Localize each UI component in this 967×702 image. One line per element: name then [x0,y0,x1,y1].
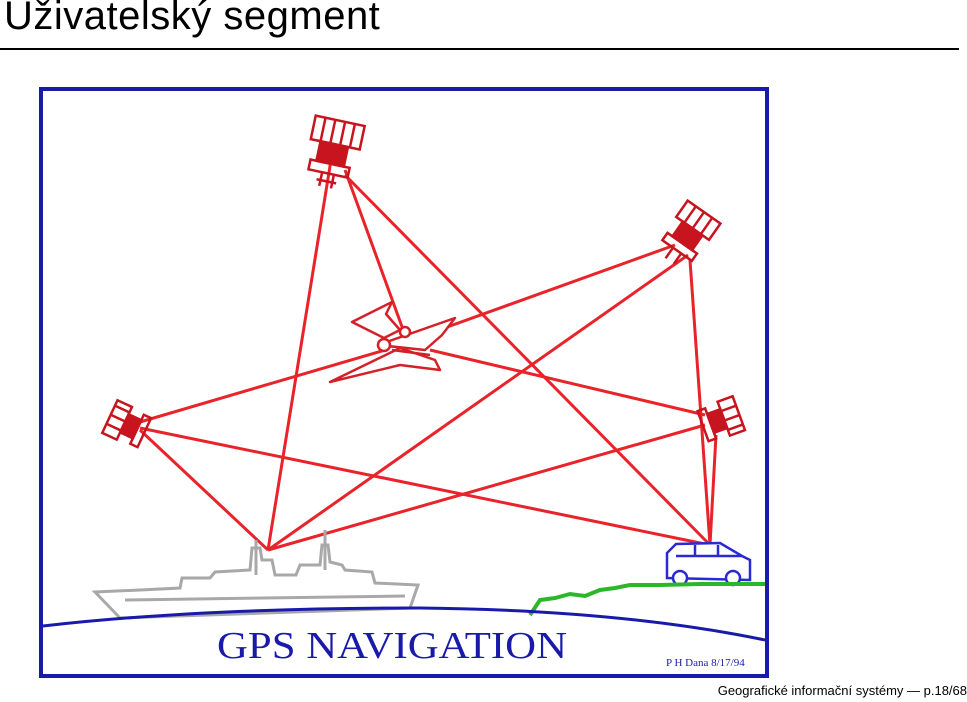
signal-line [266,159,333,551]
signal-line [267,253,689,552]
slide-title: Uživatelský segment [4,0,381,38]
signal-line [429,348,706,417]
satellite-d-icon [696,394,747,443]
signal-line [343,173,712,547]
slide-footer: Geografické informační systémy — p.18/68 [717,683,967,698]
figure-credit: P H Dana 8/17/94 [666,657,745,669]
signal-line [708,434,718,546]
satellite-c-icon [100,398,153,449]
signal-line [267,423,706,552]
figure-frame [39,87,769,678]
vehicle-icon [665,541,752,587]
satellite-a-icon [306,114,367,189]
figure-heading: GPS NAVIGATION [217,625,567,667]
earth-curve [42,606,766,642]
satellite-b-icon [660,198,723,265]
signal-line [139,348,386,424]
signal-line [688,259,712,546]
signal-lines [138,159,718,552]
signal-line [424,243,676,337]
title-rule [0,48,959,50]
signal-line [139,426,711,547]
ship-icon [91,530,421,620]
aircraft-icon [328,300,457,384]
signal-line [138,428,270,552]
ground-line [528,582,765,617]
signal-line [343,169,407,336]
